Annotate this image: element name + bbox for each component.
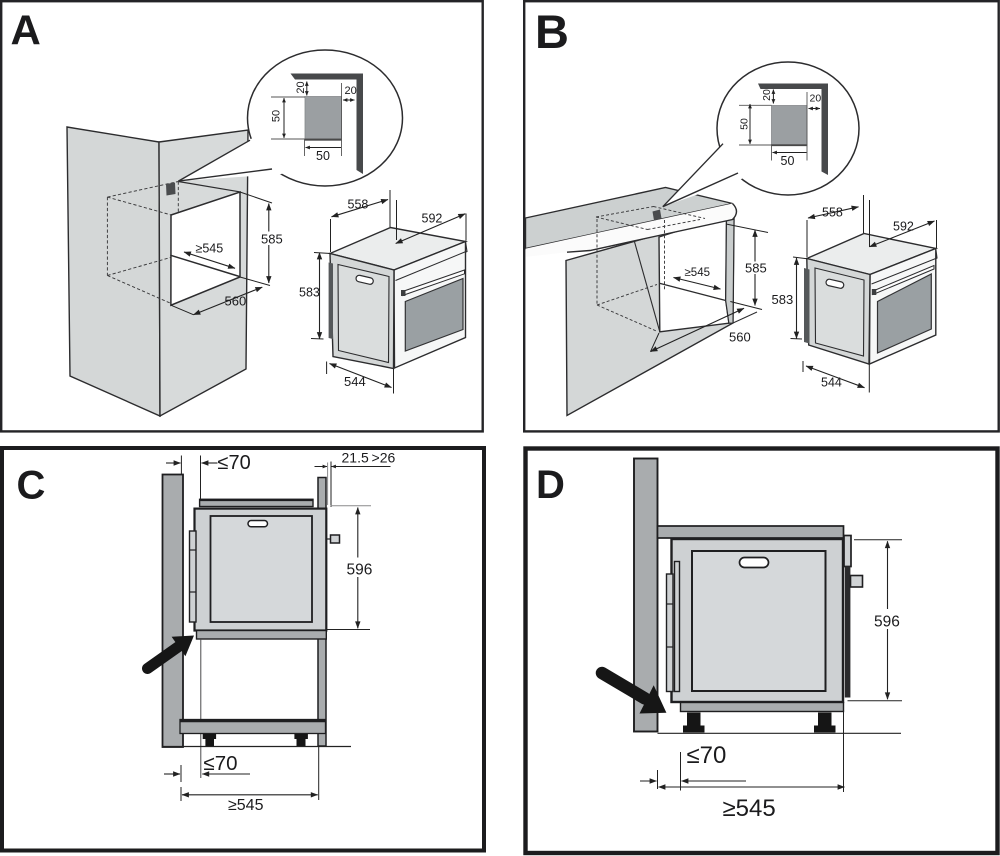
- svg-text:D: D: [536, 463, 565, 507]
- svg-text:C: C: [17, 464, 46, 508]
- svg-text:20: 20: [345, 85, 357, 97]
- svg-text:≤70: ≤70: [687, 742, 727, 769]
- svg-text:50: 50: [739, 118, 751, 130]
- svg-text:20: 20: [761, 89, 773, 101]
- svg-text:50: 50: [271, 110, 283, 122]
- svg-text:544: 544: [344, 374, 366, 389]
- svg-text:≥545: ≥545: [685, 267, 711, 279]
- svg-text:585: 585: [745, 261, 767, 276]
- svg-text:≥545: ≥545: [196, 242, 224, 256]
- svg-text:585: 585: [261, 232, 283, 247]
- svg-text:558: 558: [822, 206, 843, 220]
- svg-text:50: 50: [781, 154, 795, 168]
- svg-text:B: B: [535, 5, 569, 58]
- svg-text:583: 583: [299, 286, 320, 300]
- svg-text:≤70: ≤70: [204, 752, 238, 775]
- svg-text:560: 560: [729, 330, 751, 345]
- svg-text:50: 50: [316, 149, 330, 163]
- svg-text:≥545: ≥545: [723, 795, 776, 822]
- svg-text:592: 592: [422, 212, 443, 226]
- svg-text:≥545: ≥545: [228, 797, 264, 814]
- svg-text:20: 20: [295, 81, 307, 93]
- svg-text:560: 560: [225, 294, 247, 309]
- svg-text:558: 558: [348, 198, 369, 212]
- svg-text:21.5 >26: 21.5 >26: [342, 450, 396, 466]
- svg-text:A: A: [11, 7, 41, 54]
- svg-text:20: 20: [810, 93, 822, 105]
- svg-text:544: 544: [821, 376, 842, 390]
- svg-text:592: 592: [893, 220, 914, 234]
- svg-text:≤70: ≤70: [218, 452, 251, 474]
- svg-text:583: 583: [772, 292, 794, 307]
- svg-text:596: 596: [874, 614, 900, 631]
- svg-text:596: 596: [347, 562, 373, 579]
